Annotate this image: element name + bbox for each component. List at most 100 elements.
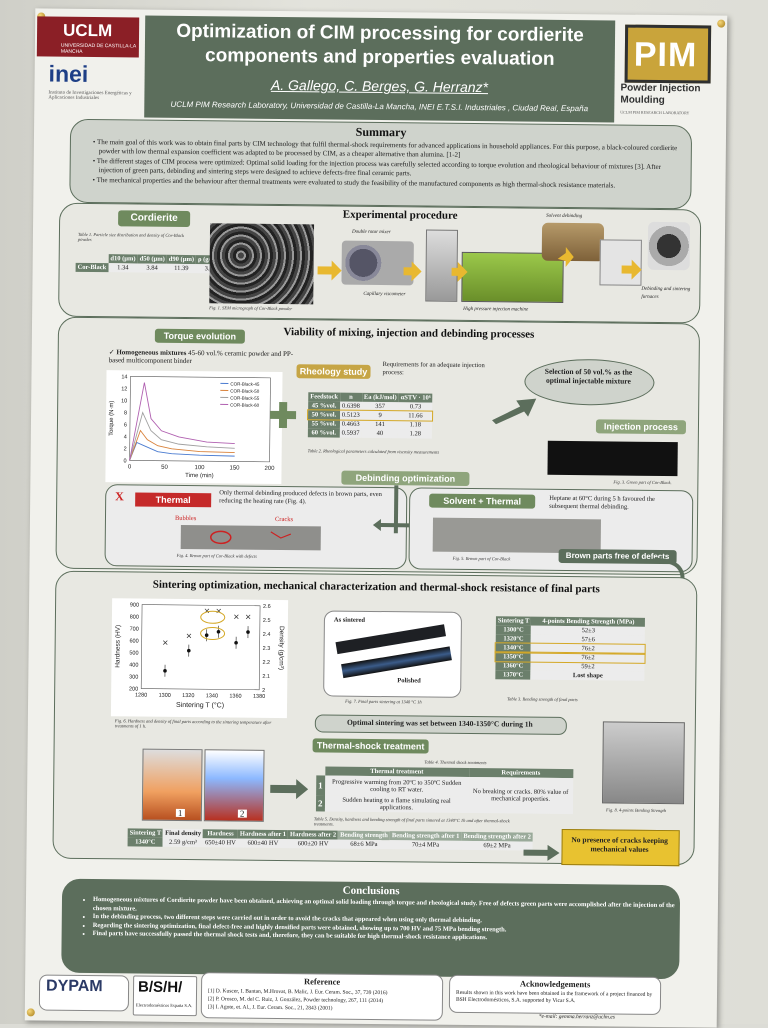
table5-caption: Table 5. Density, hardness and bending s… [314, 816, 514, 828]
poster-authors: A. Gallego, C. Berges, G. Herranz* [144, 76, 614, 97]
table4-caption: Table 4. Thermal shock treatments [424, 760, 486, 766]
table3-header: Sintering T [496, 616, 532, 625]
legend-label: COR-Black-50 [230, 388, 260, 393]
arrow-to-table4-icon [270, 778, 310, 800]
table3-cell: 1340°C [496, 643, 532, 652]
dypam-logo: DYPAM [39, 974, 129, 1011]
pim-logo-subtitle: Powder Injection Moulding [620, 83, 716, 108]
inei-logo-text: inei [48, 61, 88, 88]
y-tick-label: 400 [129, 662, 138, 668]
table2-cell: 0.5937 [340, 429, 362, 438]
x-tick-label: 150 [229, 465, 240, 471]
x-tick-label: 1380 [253, 694, 265, 700]
inei-logo-subtitle: Instituto de Investigaciones Energéticas… [48, 91, 136, 102]
table4-cell: No breaking or cracks. 80% value of mech… [468, 777, 572, 814]
y2-tick-label: 2.2 [262, 660, 270, 666]
table4-cell: Sudden heating to a flame simulating rea… [324, 795, 468, 813]
table5-cell: 1340°C [128, 837, 164, 846]
y-tick-label: 700 [130, 626, 139, 632]
acknowledgements-title: Acknowledgements [450, 978, 660, 990]
legend-label: COR-Black-45 [230, 381, 260, 386]
y2-axis-label: Density (g/cm³) [277, 626, 284, 670]
dypam-logo-text: DYPAM [46, 978, 103, 997]
table5-cell: 600±40 HV [238, 839, 288, 849]
solvent-thermal-text: Heptane at 60°C during 5 h favoured the … [549, 495, 685, 512]
table4-cell: 1 [316, 775, 325, 795]
table4-cell: 2 [316, 795, 325, 811]
y-tick-label: 4 [124, 434, 127, 440]
torque-label: Torque evolution [155, 329, 245, 344]
table5-cell: 69±2 MPa [461, 841, 533, 851]
acknowledgements-box: Acknowledgements Results shown in this w… [449, 975, 661, 1015]
y-tick-label: 6 [124, 422, 127, 428]
table2-cell: 0.5123 [340, 411, 362, 420]
x-tick-label: 1280 [135, 692, 147, 698]
table2-cell: 0.73 [398, 402, 432, 411]
table2: Feedstock n Ea (kJ/mol) αSTV · 10⁶ 45 %v… [308, 392, 433, 438]
hardness-point [163, 669, 167, 673]
inei-logo: inei Instituto de Investigaciones Energé… [48, 61, 139, 114]
bsh-logo-subtitle: Electrodomésticos España S.A. [136, 1003, 193, 1009]
x-tick-label: 1300 [159, 693, 171, 699]
x-tick-label: 1360 [229, 693, 241, 699]
pim-logo-text: PIM [634, 36, 698, 76]
conclusions-list: Homogeneous mixtures of Cordierite powde… [83, 896, 683, 945]
poster-affiliation: UCLM PIM Research Laboratory, Universida… [144, 100, 614, 114]
table2-cell: 50 %vol. [308, 410, 340, 419]
table2-header: αSTV · 10⁶ [399, 393, 433, 402]
density-point [234, 615, 238, 619]
table2-header: Feedstock [308, 392, 340, 401]
sintering-title: Sintering optimization, mechanical chara… [96, 578, 656, 596]
image-2-label: 2 [238, 810, 247, 818]
density-point [246, 615, 250, 619]
highlight-ellipse [201, 627, 225, 639]
table5-cell: 70±4 MPa [390, 840, 462, 850]
table3-cell: Lost shape [531, 671, 645, 681]
brown-part-image [433, 518, 601, 554]
reference-box: Reference [1] D. Kuscer, I. Bantan, M.Hr… [201, 972, 443, 1021]
y-tick-label: 800 [130, 614, 139, 620]
y-tick-label: 200 [129, 686, 138, 692]
hardness-point [246, 630, 250, 634]
process-arrows [59, 204, 700, 323]
table5-cell: 68±6 MPa [338, 840, 390, 850]
table5-header: Hardness [203, 829, 238, 838]
y-tick-label: 8 [124, 410, 127, 416]
pim-logo-box: PIM [625, 25, 712, 84]
y-tick-label: 14 [121, 374, 127, 380]
y2-tick-label: 2.4 [263, 632, 271, 638]
x-tick-label: 50 [161, 465, 168, 471]
table2-cell: 0.6398 [340, 402, 362, 411]
table2-cell: 357 [362, 402, 399, 411]
hardness-point [234, 641, 238, 645]
viability-panel: Viability of mixing, injection and debin… [55, 317, 700, 576]
fig4-caption: Fig. 4. Brown part of Cor-Black with def… [177, 553, 257, 559]
y-tick-label: 300 [129, 674, 138, 680]
reference-item: [3] I. Agote, et. Al., J. Eur. Ceram. So… [208, 1003, 333, 1012]
table5-header: Sintering T [128, 828, 164, 837]
density-point [187, 634, 191, 638]
y-tick-label: 0 [123, 458, 126, 464]
no-cracks-text: No presence of cracks keeping mechanical… [566, 835, 674, 854]
table5: Sintering T Final density Hardness Hardn… [128, 828, 533, 850]
y-tick-label: 900 [130, 602, 139, 608]
table2-cell: 1.28 [398, 429, 432, 438]
poster: UCLM UNIVERSIDAD DE CASTILLA-LA MANCHA i… [25, 8, 728, 1027]
selection-text: Selection of 50 vol.% as the optimal inj… [538, 367, 638, 386]
debinding-label: Debinding optimization [341, 471, 469, 486]
sintering-panel: Sintering optimization, mechanical chara… [52, 571, 697, 866]
x-mark-icon: X [115, 492, 124, 500]
table3-cell: 1300°C [496, 625, 532, 634]
injection-process-label: Injection process [596, 419, 686, 434]
x-tick-label: 1340 [206, 693, 218, 699]
x-tick-label: 200 [264, 466, 275, 472]
y2-tick-label: 2.3 [263, 646, 271, 652]
arrow-to-selection-icon [490, 394, 538, 425]
table5-header: Hardness after 1 [238, 830, 288, 840]
hardness-point [187, 649, 191, 653]
table2-cell: 0.4663 [340, 420, 362, 429]
x-axis-label: Time (min) [185, 473, 214, 479]
table2-cell: 9 [362, 411, 399, 420]
